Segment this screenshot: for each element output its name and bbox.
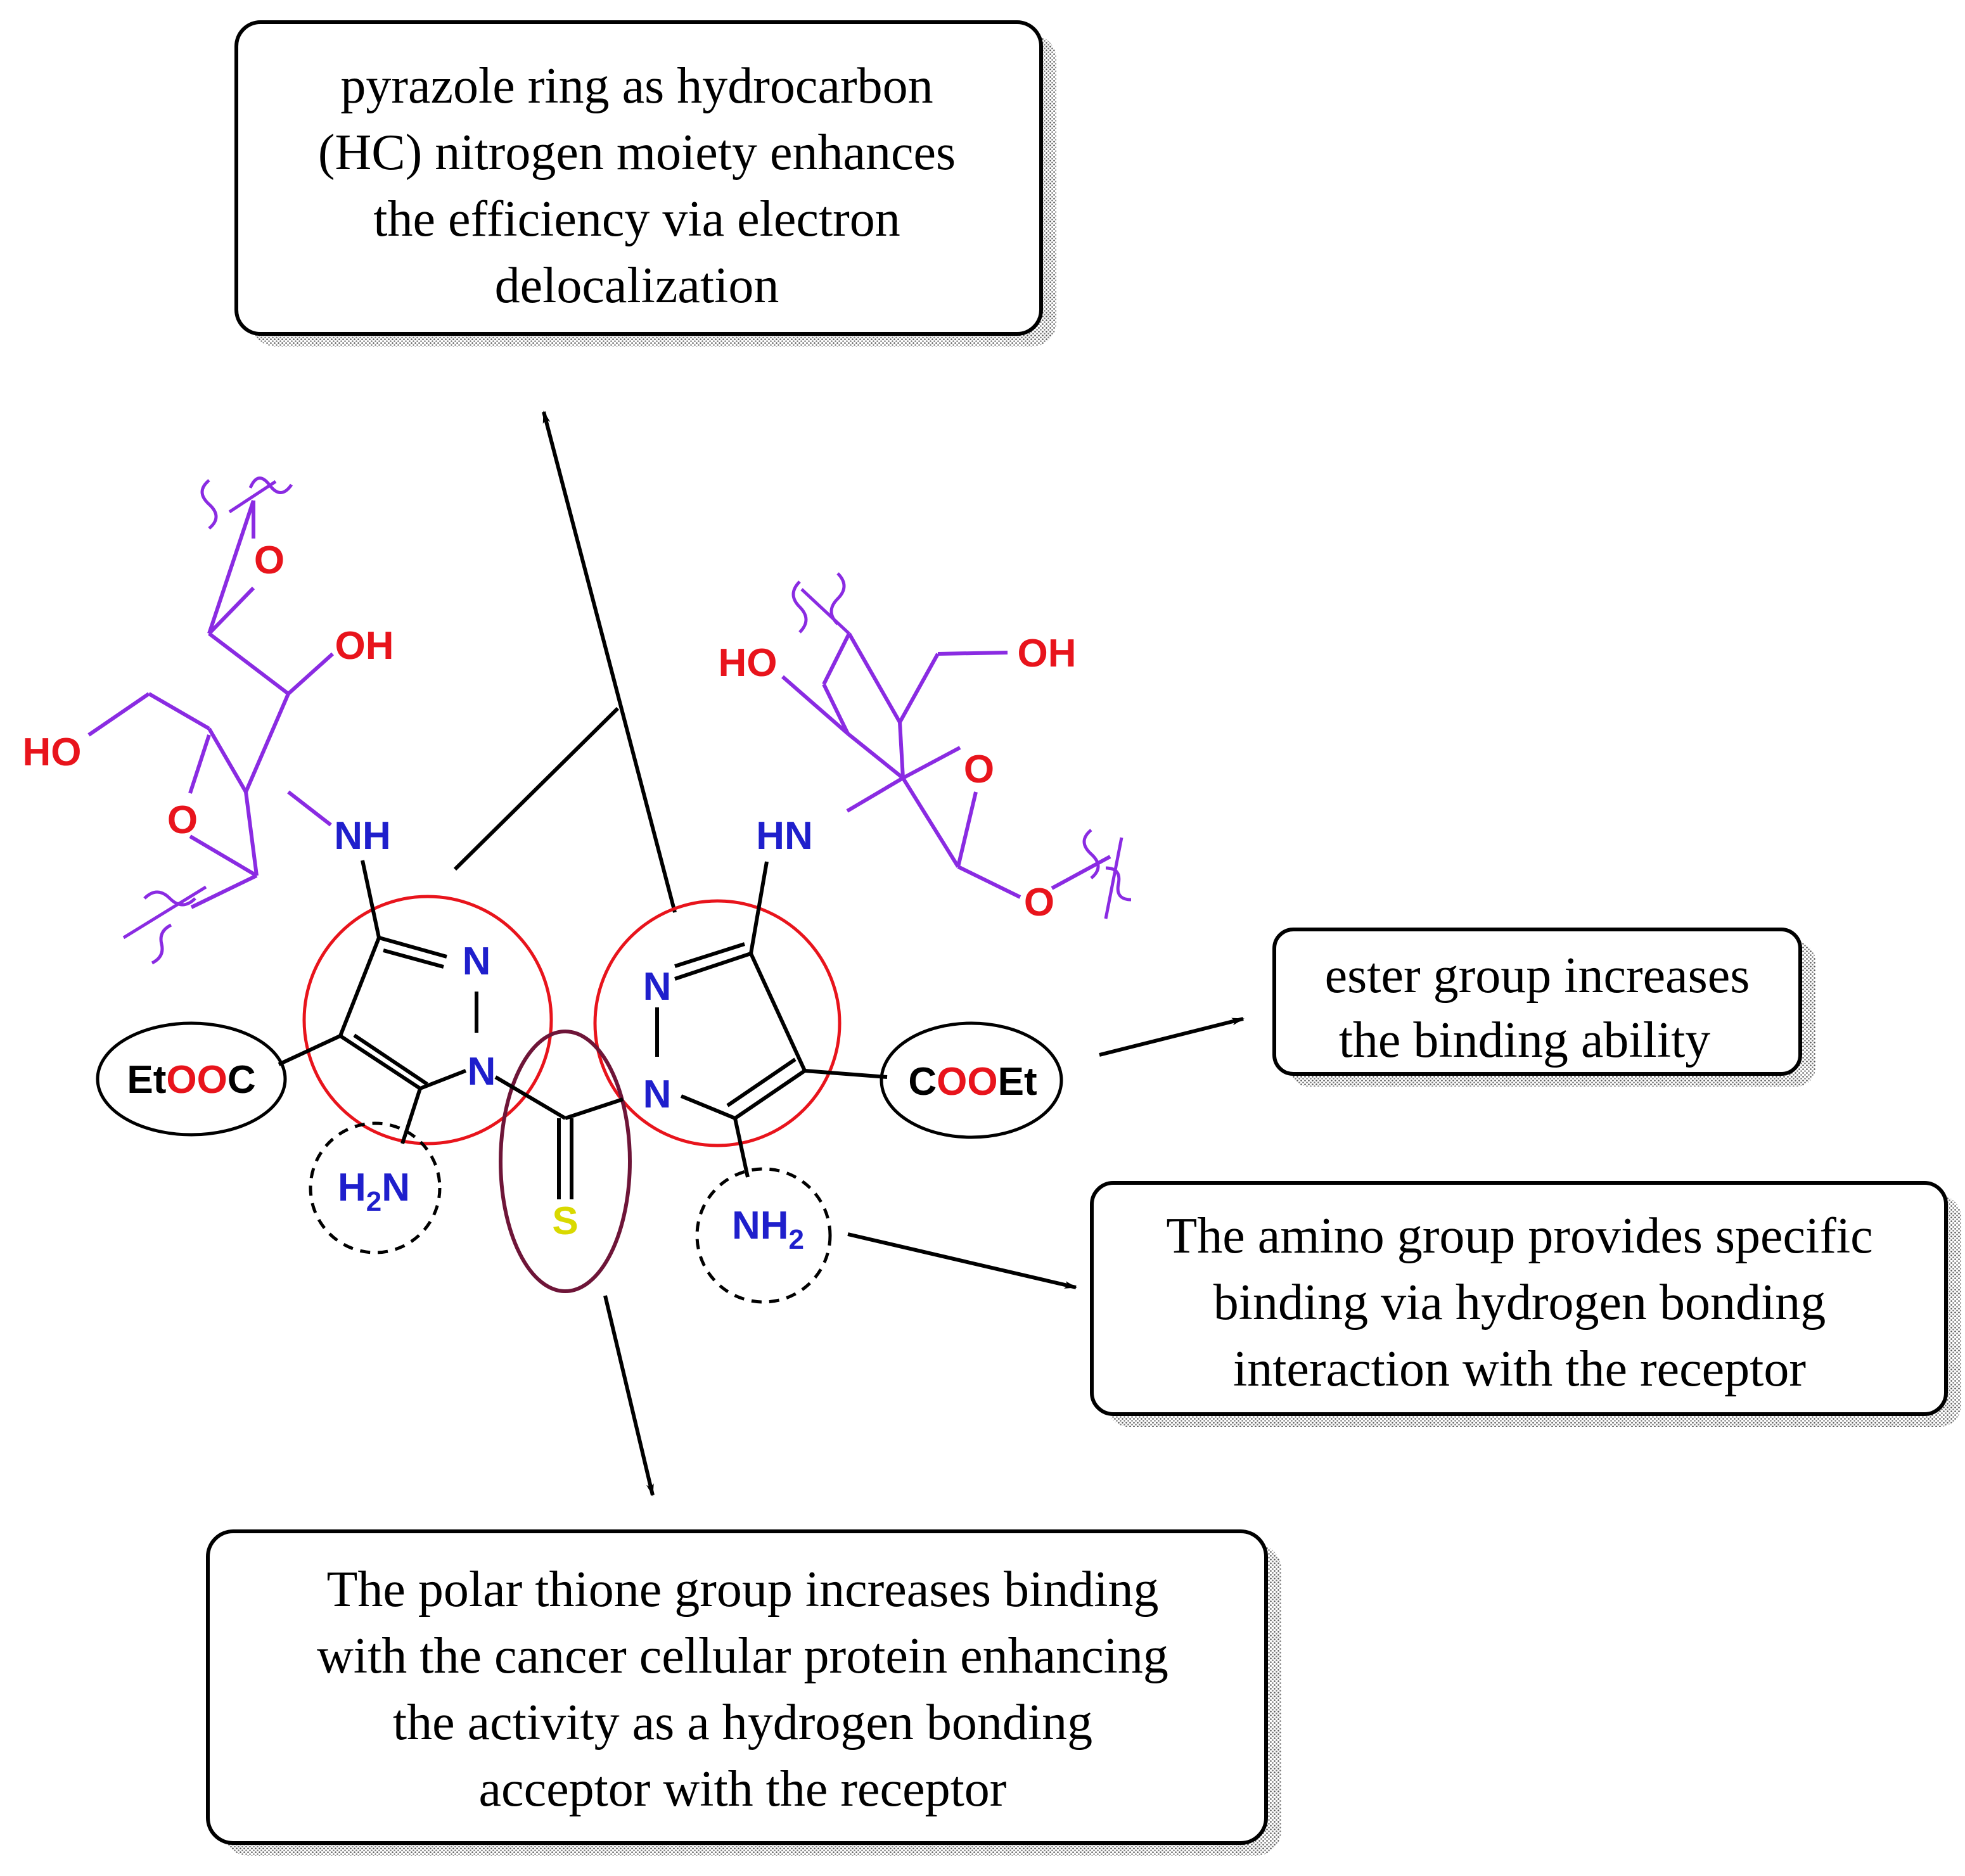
pyrazole-connector-left [453, 706, 620, 871]
callout-thione-line-2: with the cancer cellular protein enhanci… [317, 1628, 1168, 1684]
left-amine-h: H [338, 1166, 366, 1209]
callout-thione: The polar thione group increases binding… [206, 1529, 1281, 1856]
callout-pyrazole-line-1: pyrazole ring as hydrocarbon [340, 58, 933, 114]
pyrazole-arrow [542, 411, 677, 913]
atom-nh-left: NH [334, 814, 391, 858]
atom-ho-right-sugar: HO [719, 641, 778, 685]
right-ester-highlight [880, 1021, 1063, 1139]
right-amine-highlight [695, 1167, 832, 1304]
atom-oh-left-sugar: OH [335, 624, 394, 668]
thione-arrow [603, 1295, 655, 1496]
atom-n-left-top: N [463, 940, 491, 983]
atom-n-right-top: N [643, 965, 672, 1009]
callout-pyrazole-line-3: the efficiency via electron [373, 191, 900, 247]
highlights [96, 895, 1063, 1304]
left-pyrazole-highlight [302, 895, 553, 1145]
callout-thione-line-4: acceptor with the receptor [479, 1761, 1007, 1817]
atoms-amines: H2N NH2 [338, 1166, 804, 1255]
pyrazole-bonds [278, 860, 888, 1199]
callout-thione-line-3: the activity as a hydrogen bonding [393, 1695, 1092, 1751]
left-ester-highlight [96, 1021, 287, 1137]
right-amine-nh: NH [732, 1204, 789, 1247]
callout-pyrazole-line-4: delocalization [495, 258, 779, 314]
callout-amino-line-3: interaction with the receptor [1233, 1341, 1806, 1397]
callout-pyrazole-line-2: (HC) nitrogen moiety enhances [318, 125, 956, 181]
thione-highlight [499, 1030, 632, 1293]
callout-ester-line-2: the binding ability [1339, 1012, 1711, 1068]
atom-o-bottom-right: O [1024, 881, 1054, 924]
sugar-bonds-left [87, 476, 335, 965]
callout-amino-line-1: The amino group provides specific [1166, 1208, 1872, 1264]
callout-thione-line-1: The polar thione group increases binding [327, 1562, 1159, 1618]
atom-oh-right-sugar: OH [1018, 632, 1077, 675]
atoms-left-sugar: O OH HO O NH [23, 539, 394, 858]
right-ester-label: COOEt [908, 1060, 1037, 1104]
amino-arrow [847, 1232, 1077, 1289]
callout-ester: ester group increases the binding abilit… [1272, 928, 1815, 1087]
callout-ester-frame [1272, 928, 1802, 1076]
callout-amino-line-2: binding via hydrogen bonding [1213, 1275, 1826, 1330]
atom-s-thione: S [552, 1199, 578, 1243]
left-ester-c: C [227, 1058, 256, 1102]
left-amine-n: N [381, 1166, 410, 1209]
right-amine-sub: 2 [789, 1224, 804, 1255]
atom-o-ring-left: O [167, 798, 198, 842]
right-amine-label: NH2 [732, 1204, 804, 1255]
atom-hn-right: HN [756, 814, 813, 858]
left-amine-highlight [309, 1121, 442, 1254]
right-ester-c: C [908, 1060, 937, 1104]
atoms-esters: EtOOC COOEt [127, 1058, 1037, 1104]
callout-pyrazole: pyrazole ring as hydrocarbon (HC) nitrog… [234, 20, 1056, 347]
callout-ester-line-1: ester group increases [1325, 948, 1750, 1004]
left-amine-sub: 2 [366, 1186, 381, 1217]
ester-arrow [1099, 1017, 1245, 1057]
atom-ho-left-sugar: HO [23, 731, 82, 774]
atom-o-ring-right: O [964, 748, 994, 791]
callout-amino-frame [1090, 1181, 1948, 1416]
callout-amino: The amino group provides specific bindin… [1090, 1181, 1961, 1427]
atoms-right-sugar: HO OH O O HN [719, 632, 1077, 924]
atom-n-right-bottom: N [643, 1073, 672, 1116]
callout-thione-frame [206, 1529, 1268, 1845]
atoms-pyrazoles: N N N N S [463, 940, 672, 1243]
left-ester-label: EtOOC [127, 1058, 255, 1102]
left-ester-et: Et [127, 1058, 166, 1102]
right-pyrazole-highlight [593, 899, 842, 1147]
left-ester-oo: OO [166, 1058, 227, 1102]
sugar-bonds-right [781, 572, 1132, 919]
left-amine-label: H2N [338, 1166, 410, 1217]
arrows [453, 411, 1245, 1496]
right-ester-oo: OO [937, 1060, 997, 1104]
right-ester-et: Et [998, 1060, 1037, 1104]
callout-pyrazole-frame [234, 20, 1043, 336]
atom-n-left-bottom: N [468, 1050, 496, 1094]
atom-o-top-left: O [254, 539, 285, 582]
